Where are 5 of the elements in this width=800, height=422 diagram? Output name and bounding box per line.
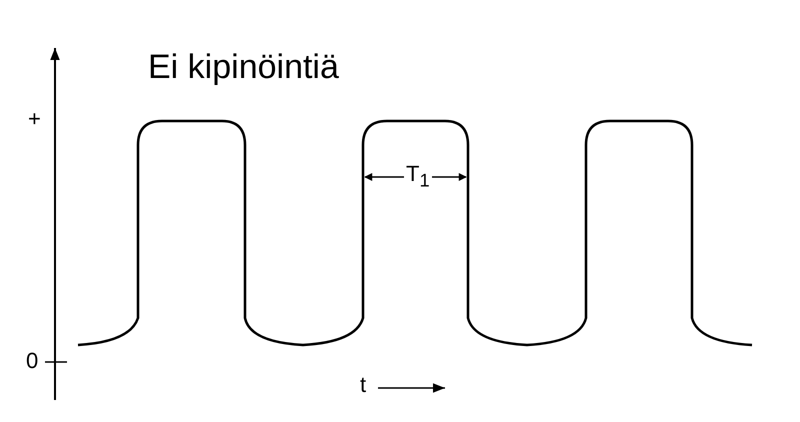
title: Ei kipinöintiä — [148, 50, 339, 84]
axis-label: 0 — [26, 350, 38, 372]
axis-label: + — [28, 108, 41, 130]
axis-label: t — [360, 374, 366, 396]
dimension-label: T$_{1}$ — [406, 163, 430, 190]
